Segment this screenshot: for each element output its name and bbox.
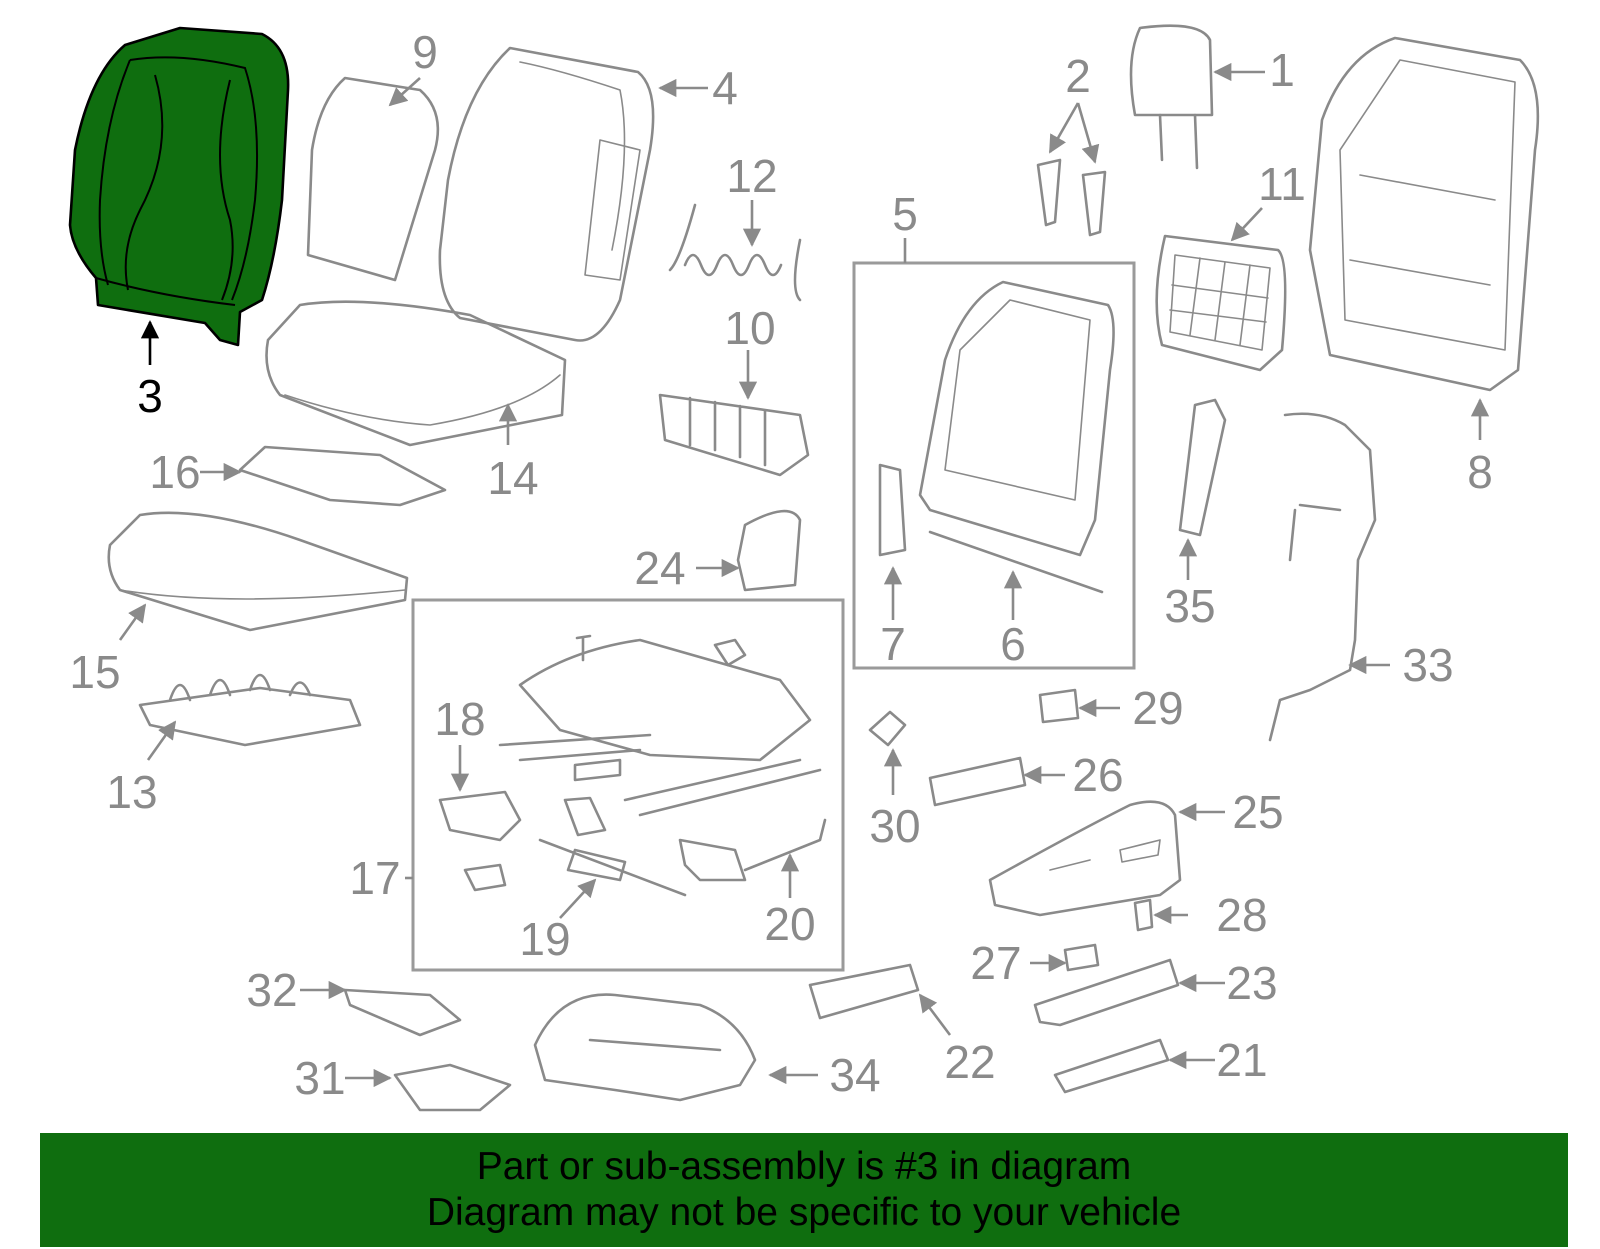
part-16-pad[interactable] [238, 445, 447, 507]
part-34-harness[interactable] [533, 993, 757, 1102]
callout-2: 2 [1065, 50, 1091, 102]
part-17-bolt[interactable] [575, 634, 592, 662]
part-12-spring[interactable] [668, 203, 802, 302]
callout-21: 21 [1216, 1034, 1267, 1086]
callout-33: 33 [1402, 639, 1453, 691]
part-31-module[interactable] [393, 1063, 512, 1112]
part-20-motor[interactable] [678, 818, 827, 882]
callout-35: 35 [1164, 580, 1215, 632]
callout-9: 9 [412, 26, 438, 78]
part-1-headrest[interactable] [1129, 24, 1214, 170]
part-24-trim[interactable] [736, 509, 802, 592]
part-28-button[interactable] [1133, 898, 1154, 932]
leader-9 [388, 77, 421, 107]
leader-22 [918, 993, 952, 1036]
part-8-rear-panel[interactable] [1308, 36, 1540, 392]
part-32-bracket[interactable] [343, 988, 462, 1037]
part-9-pad[interactable] [306, 76, 440, 282]
part-2-guides[interactable] [1036, 158, 1107, 237]
part-10-bracket[interactable] [658, 393, 810, 477]
part-29-switch[interactable] [1038, 688, 1080, 724]
callout-27: 27 [970, 937, 1021, 989]
callout-32: 32 [246, 964, 297, 1016]
callout-23: 23 [1226, 957, 1277, 1009]
part-15-cushion-pad[interactable] [107, 511, 409, 632]
callout-24: 24 [634, 542, 685, 594]
callout-14: 14 [487, 452, 538, 504]
part-19-motor[interactable] [566, 848, 627, 882]
info-banner: Part or sub-assembly is #3 in diagram Di… [40, 1133, 1568, 1247]
callout-34: 34 [829, 1049, 880, 1101]
part-17-connector[interactable] [463, 863, 507, 892]
callout-22: 22 [944, 1036, 995, 1088]
callout-3: 3 [137, 370, 163, 422]
callout-26: 26 [1072, 749, 1123, 801]
callout-11: 11 [1258, 158, 1306, 210]
part-27-button[interactable] [1063, 943, 1100, 972]
part-4-seat-back-cushion[interactable] [438, 46, 655, 342]
part-11-lumbar[interactable] [1155, 234, 1287, 372]
callout-29: 29 [1132, 682, 1183, 734]
callout-12: 12 [726, 150, 777, 202]
leader-15 [118, 603, 147, 641]
callout-25: 25 [1232, 786, 1283, 838]
part-26-switch[interactable] [928, 756, 1027, 807]
callout-18: 18 [434, 693, 485, 745]
callout-31: 31 [294, 1052, 345, 1104]
part-23-trim[interactable] [1033, 958, 1180, 1027]
part-35-trim[interactable] [1178, 398, 1227, 537]
part-33-harness[interactable] [1268, 412, 1377, 742]
part-14-seat-cushion[interactable] [265, 300, 567, 447]
part-22-trim[interactable] [808, 963, 920, 1020]
part-19-cable[interactable] [538, 838, 687, 897]
leader-19 [559, 878, 597, 919]
part-13-spring-mat[interactable] [138, 673, 362, 747]
callout-15: 15 [69, 646, 120, 698]
leader-2b [1076, 102, 1100, 164]
callout-7: 7 [880, 618, 906, 670]
callout-1: 1 [1269, 44, 1295, 96]
group-box-17 [411, 598, 845, 972]
callout-19: 19 [519, 913, 570, 965]
leader-13 [146, 720, 177, 761]
callout-30: 30 [869, 800, 920, 852]
callout-16: 16 [149, 446, 200, 498]
part-18-motor[interactable] [438, 790, 522, 842]
part-17-clip[interactable] [713, 638, 747, 667]
banner-line-1: Part or sub-assembly is #3 in diagram [476, 1145, 1132, 1188]
leader-11 [1230, 207, 1263, 242]
part-17-track-assembly[interactable] [498, 638, 822, 817]
group-box-5 [852, 261, 1136, 670]
callout-5: 5 [892, 188, 918, 240]
callout-6: 6 [1000, 618, 1026, 670]
part-17-brackets[interactable] [563, 758, 622, 837]
part-7-latch[interactable] [878, 463, 907, 557]
callout-10: 10 [724, 302, 775, 354]
part-25-side-shield[interactable] [988, 800, 1182, 917]
callout-8: 8 [1467, 446, 1493, 498]
part-6-rod[interactable] [928, 530, 1104, 594]
leader-2a [1048, 102, 1080, 154]
part-5-frame[interactable] [918, 280, 1115, 557]
callout-4: 4 [712, 62, 738, 114]
callout-13: 13 [106, 766, 157, 818]
part-21-trim[interactable] [1053, 1038, 1170, 1094]
callout-28: 28 [1216, 889, 1267, 941]
callout-20: 20 [764, 898, 815, 950]
banner-line-2: Diagram may not be specific to your vehi… [426, 1191, 1182, 1234]
callout-17: 17 [349, 852, 400, 904]
part-30-clip[interactable] [868, 710, 907, 747]
part-3-seat-back-cover[interactable] [68, 26, 290, 347]
